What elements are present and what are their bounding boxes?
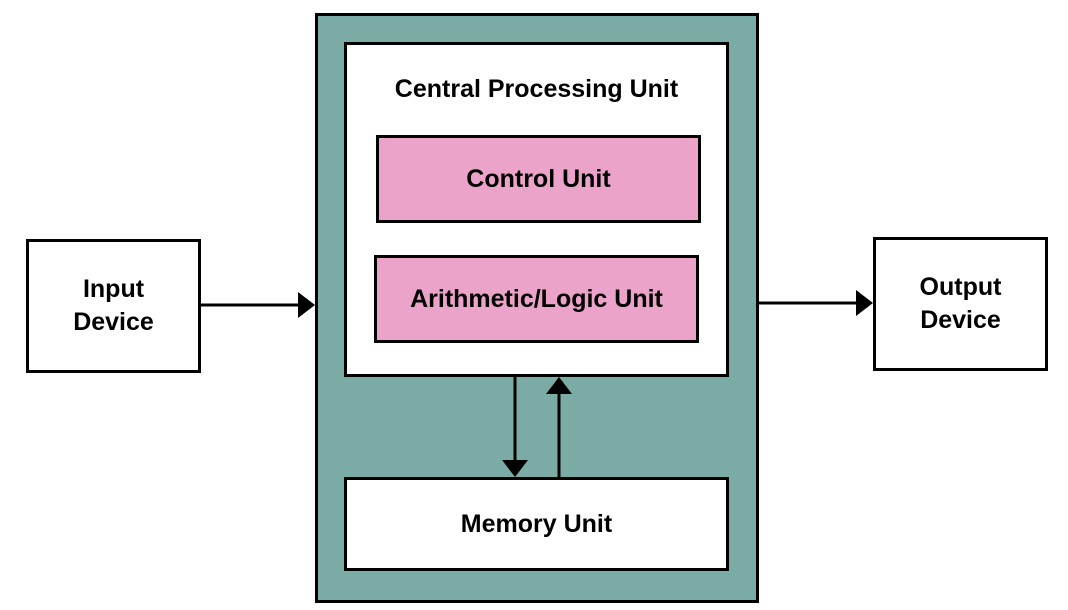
input-device-label-line1: Input bbox=[82, 275, 145, 303]
input-device-box: Input Device bbox=[26, 239, 201, 373]
control-unit-label: Control Unit bbox=[466, 164, 611, 193]
control-unit-box: Control Unit bbox=[376, 135, 701, 223]
input-to-cpu-arrow bbox=[201, 292, 315, 318]
output-device-box: Output Device bbox=[873, 237, 1048, 371]
output-device-label-line2: Device bbox=[920, 306, 1001, 334]
memory-unit-box: Memory Unit bbox=[344, 477, 729, 571]
alu-label: Arithmetic/Logic Unit bbox=[410, 284, 663, 313]
output-device-label-line1: Output bbox=[919, 273, 1002, 301]
cpu-title: Central Processing Unit bbox=[394, 75, 679, 103]
alu-box: Arithmetic/Logic Unit bbox=[374, 255, 699, 343]
memory-unit-label: Memory Unit bbox=[460, 509, 613, 538]
input-device-label-line2: Device bbox=[73, 308, 154, 336]
cpu-to-output-arrow bbox=[759, 290, 873, 316]
